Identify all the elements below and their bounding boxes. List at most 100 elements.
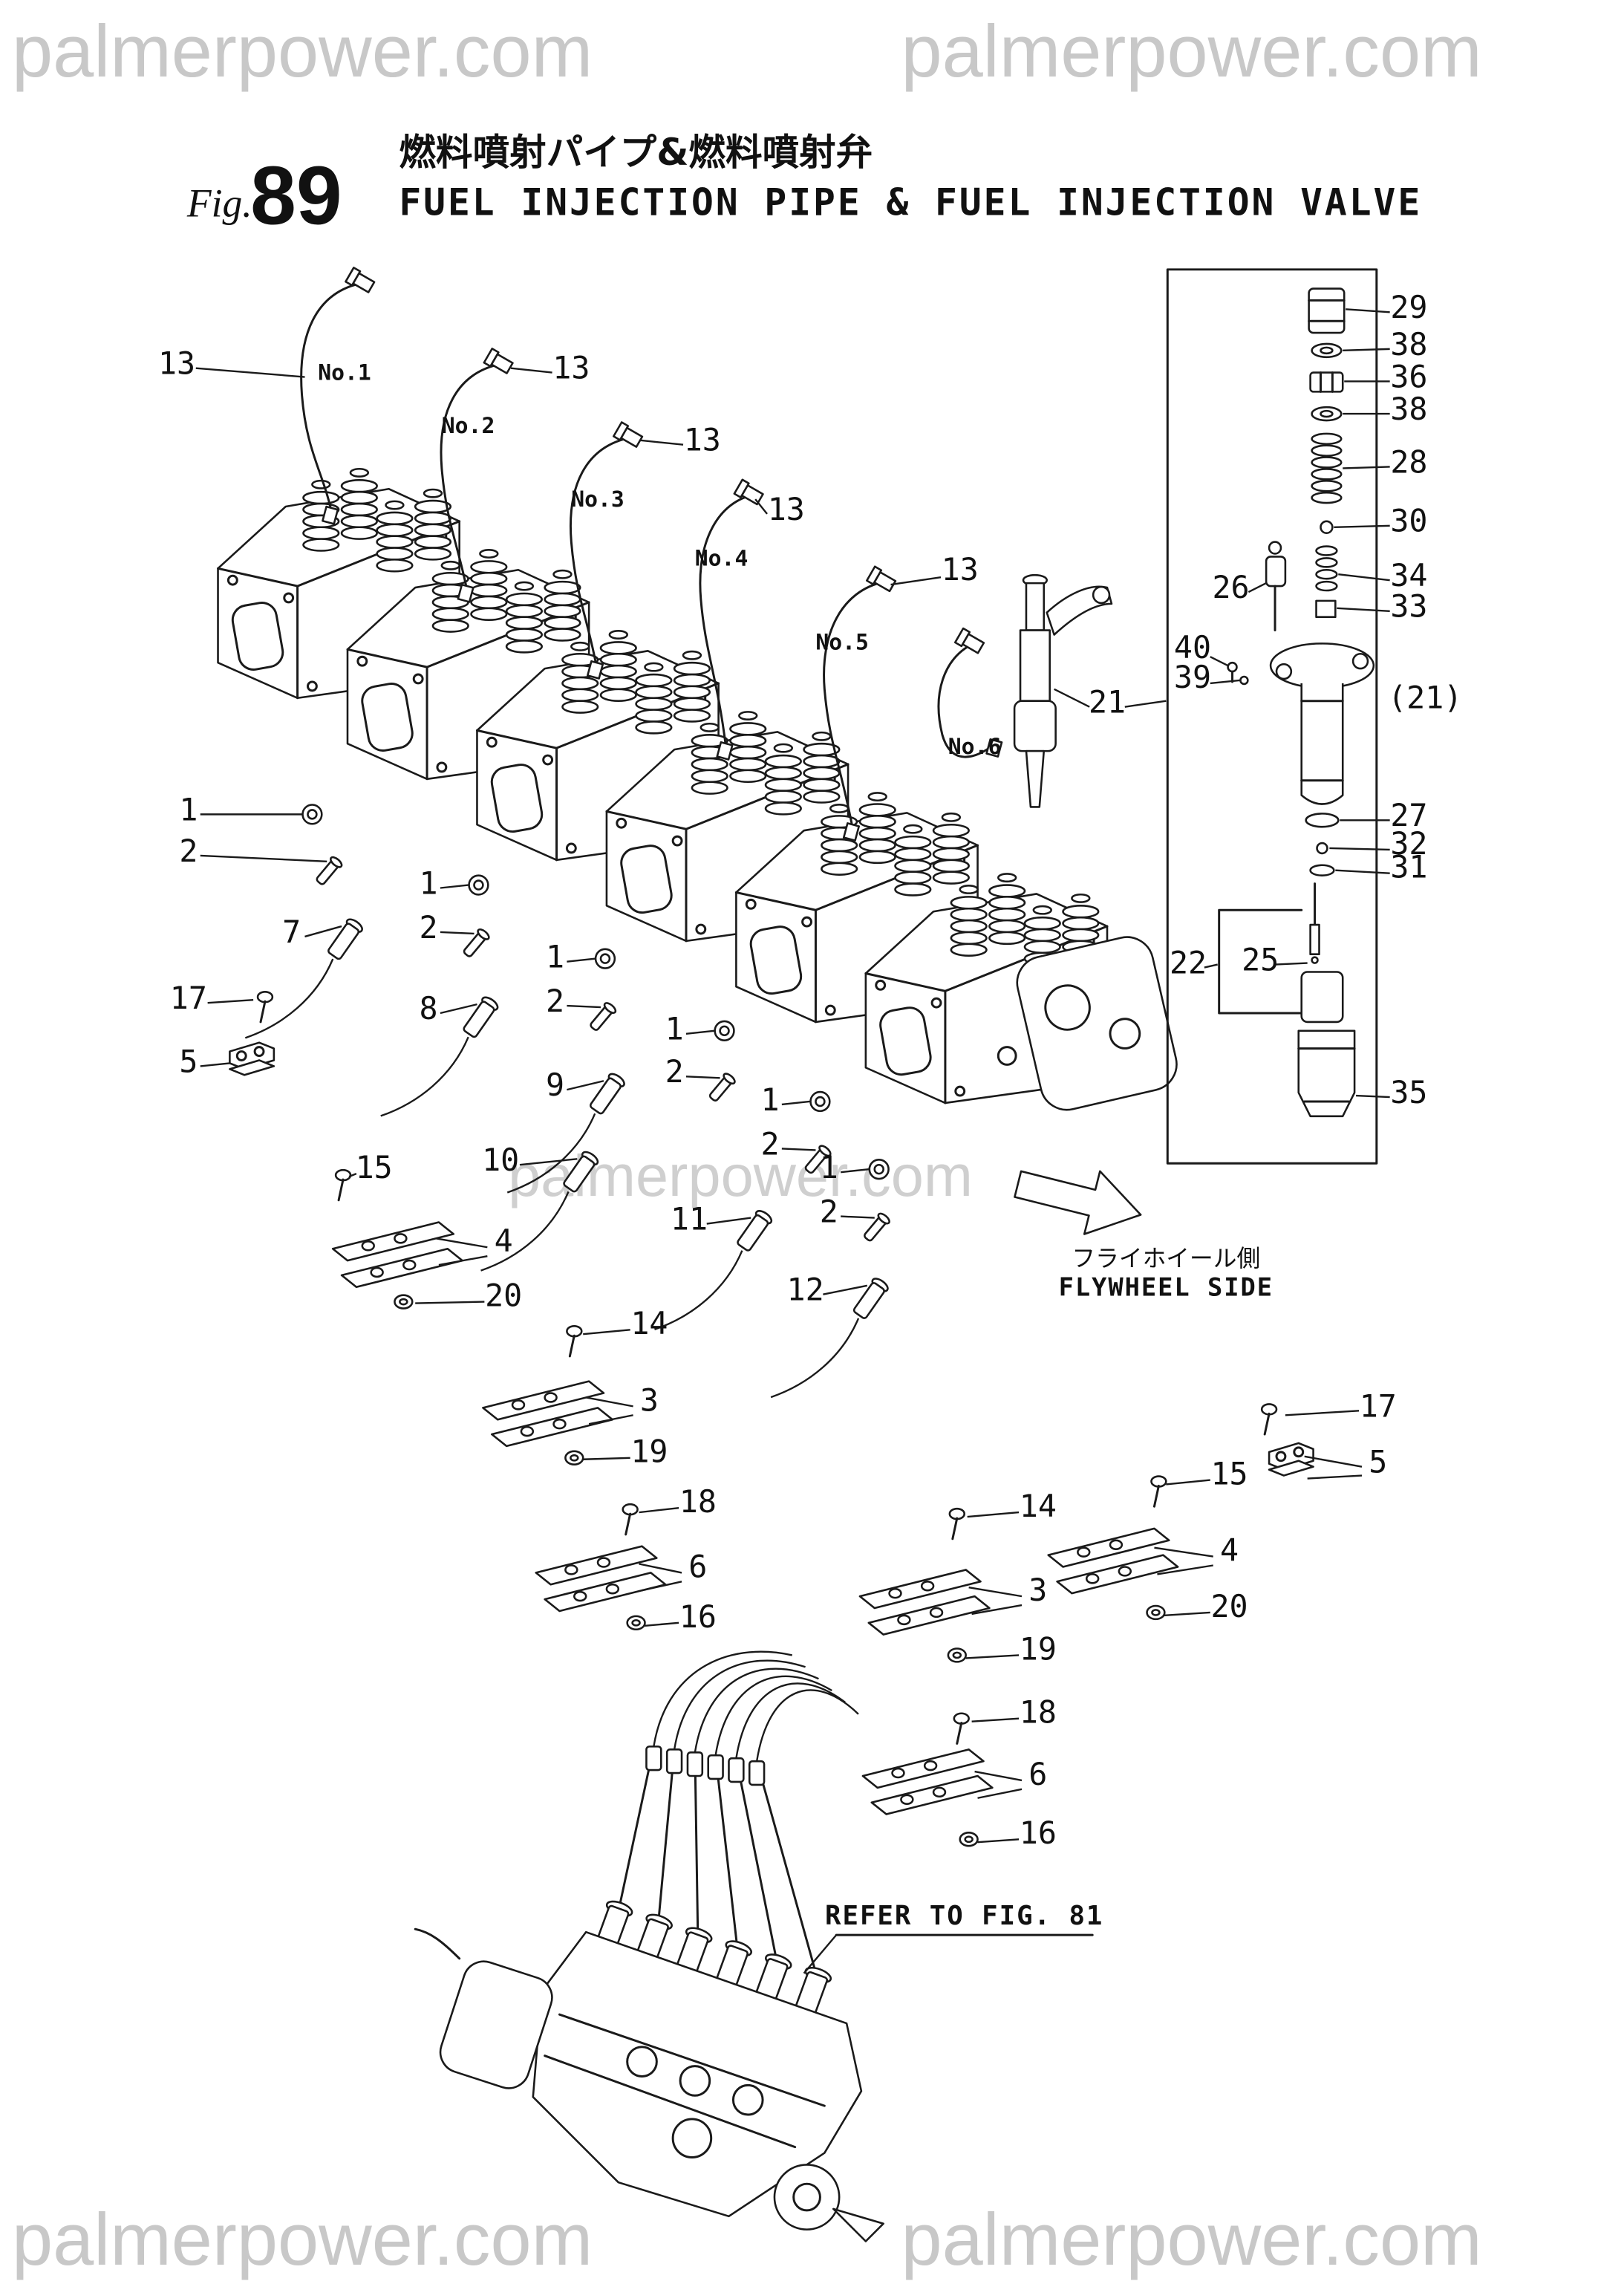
callout-40: 40 (1174, 629, 1229, 667)
callout-label: 20 (485, 1278, 522, 1314)
callout-6: 6 (974, 1756, 1047, 1799)
callout-label: 1 (760, 1081, 779, 1118)
callout-11: 11 (654, 1200, 773, 1331)
refer-note-text: REFER TO FIG. 81 (825, 1901, 1103, 1931)
callout-2: 2 (420, 909, 490, 957)
callout-20: 20 (415, 1278, 522, 1314)
callout-39: 39 (1174, 659, 1240, 695)
callout-label: 17 (1360, 1387, 1397, 1424)
callout-label: 17 (170, 980, 207, 1016)
pipe-socket-part (380, 996, 499, 1117)
callout-label: 2 (820, 1194, 838, 1230)
callout-4: 4 (1154, 1532, 1239, 1575)
callout-label: 16 (1020, 1815, 1057, 1851)
callout-16: 16 (645, 1598, 717, 1635)
callout-label: 5 (1369, 1444, 1387, 1480)
pipe-socket-part (506, 1073, 625, 1194)
figure-header: Fig. 89 燃料噴射パイプ&燃料噴射弁 FUEL INJECTION PIP… (186, 131, 1422, 241)
callout-label: 3 (640, 1382, 659, 1418)
callout-15: 15 (1166, 1455, 1248, 1491)
callout-5: 5 (179, 1043, 230, 1079)
watermark-top-left: palmerpower.com (12, 10, 593, 93)
callout-label: 28 (1390, 443, 1427, 480)
callout-8: 8 (380, 990, 499, 1117)
callout-35: 35 (1356, 1074, 1428, 1110)
callout-label: 39 (1174, 659, 1211, 695)
callout-36: 36 (1344, 358, 1428, 394)
callout-label: 16 (679, 1598, 717, 1635)
callout-label: 33 (1390, 588, 1427, 625)
callout-15: 15 (348, 1149, 393, 1185)
callout-17: 17 (1285, 1387, 1397, 1424)
callout-label: 2 (420, 909, 438, 946)
callout-25: 25 (1242, 942, 1308, 978)
callout-18: 18 (639, 1483, 717, 1520)
callout-label: 19 (1020, 1630, 1057, 1667)
callout-1: 1 (760, 1081, 831, 1118)
callout-6: 6 (639, 1548, 707, 1592)
callout-label: 13 (552, 350, 590, 386)
callout-label: 5 (179, 1043, 198, 1079)
callout-2: 2 (179, 833, 343, 885)
fuel-pump (414, 1900, 884, 2242)
callout-label: 21 (1089, 684, 1126, 720)
callout-label: 38 (1390, 326, 1427, 362)
callout-17: 17 (170, 980, 254, 1016)
callout-label: 38 (1390, 391, 1427, 427)
figure-label: Fig. (186, 180, 252, 225)
pipe-number-label: No.4 (695, 545, 749, 571)
stud-part (864, 1212, 890, 1242)
callout-9: 9 (506, 1067, 625, 1194)
callout-label: 18 (679, 1483, 717, 1520)
pump-pipes (617, 1650, 859, 1979)
callout-2: 2 (760, 1125, 832, 1174)
callout-32: 32 (1329, 825, 1428, 862)
callout-2: 2 (820, 1194, 890, 1242)
callout-28: 28 (1343, 443, 1428, 480)
pipe-number-label: No.2 (442, 413, 495, 439)
flywheel-arrow-icon (1014, 1170, 1142, 1235)
callout-label: 9 (546, 1067, 564, 1103)
callout-5: 5 (1304, 1444, 1387, 1480)
callout-label: 10 (482, 1142, 519, 1178)
callout-label: (21) (1388, 680, 1462, 716)
callout-label: 19 (630, 1434, 668, 1470)
callout-label: 27 (1390, 797, 1427, 833)
callout-13: 13 (158, 345, 305, 382)
watermark-bottom-right: palmerpower.com (901, 2199, 1481, 2281)
callout-label: 7 (282, 914, 301, 950)
callout-label: 2 (665, 1053, 684, 1090)
callout-label: 29 (1390, 289, 1427, 325)
callout-18: 18 (971, 1694, 1057, 1731)
stud-part (804, 1145, 832, 1174)
callout-13: 13 (890, 551, 979, 588)
callout-20: 20 (1163, 1588, 1248, 1624)
pipe-labels: No.1No.2No.3No.4No.5No.6 (318, 360, 1001, 761)
pipe-socket-part (770, 1278, 889, 1399)
callout-2: 2 (665, 1053, 736, 1102)
callout-label: 30 (1390, 503, 1427, 539)
callout-13: 13 (754, 491, 805, 527)
pipe-number-label: No.6 (948, 734, 1002, 760)
callout-26: 26 (1212, 569, 1267, 605)
callout-1: 1 (420, 865, 489, 901)
callout-label: 15 (1211, 1455, 1248, 1491)
page-title-english: FUEL INJECTION PIPE & FUEL INJECTION VAL… (399, 180, 1422, 224)
callout-label: 32 (1390, 825, 1427, 862)
callout-27: 27 (1340, 797, 1428, 833)
callout-31: 31 (1335, 849, 1428, 885)
callout-38: 38 (1343, 391, 1428, 427)
callout-19: 19 (583, 1434, 668, 1470)
callout-label: 15 (356, 1149, 393, 1185)
callout-label: 40 (1174, 629, 1211, 666)
injector-detail-box (1166, 268, 1378, 1165)
callout-label: 1 (179, 791, 198, 827)
callout-1: 1 (546, 939, 616, 975)
end-plate (1016, 936, 1178, 1111)
callout-label: 25 (1242, 942, 1279, 978)
callout-38: 38 (1343, 326, 1428, 362)
callout-12: 12 (770, 1272, 889, 1399)
callout-label: 2 (546, 983, 564, 1019)
